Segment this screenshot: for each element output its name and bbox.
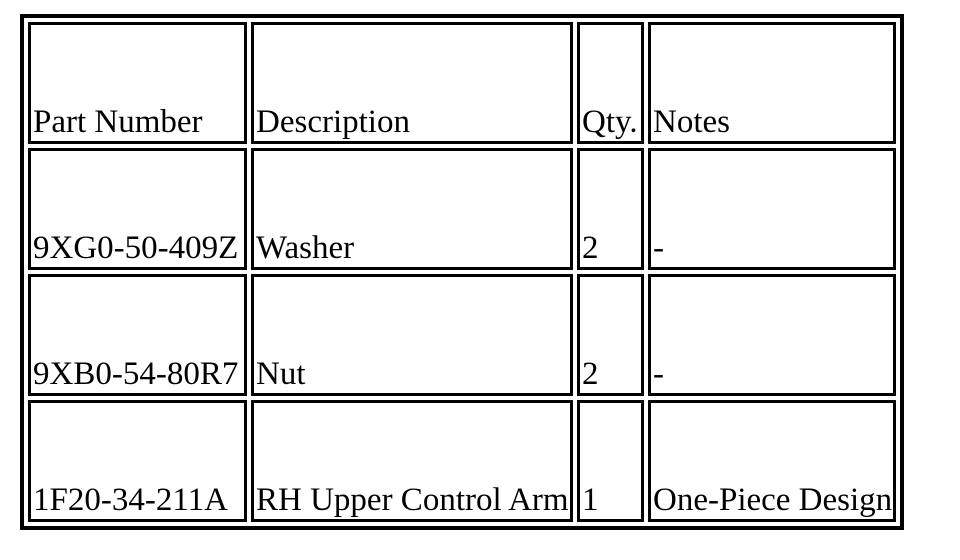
header-cell-part-number: Part Number bbox=[28, 22, 247, 144]
header-row: Part Number Description Qty. Notes bbox=[28, 22, 896, 144]
cell-qty: 1 bbox=[577, 400, 644, 522]
cell-notes: - bbox=[648, 274, 896, 396]
cell-description: RH Upper Control Arm bbox=[251, 400, 573, 522]
cell-part-number: 9XG0-50-409Z bbox=[28, 148, 247, 270]
table-row: 9XG0-50-409Z Washer 2 - bbox=[28, 148, 896, 270]
header-cell-notes: Notes bbox=[648, 22, 896, 144]
cell-description: Washer bbox=[251, 148, 573, 270]
cell-qty: 2 bbox=[577, 274, 644, 396]
cell-part-number: 1F20-34-211A bbox=[28, 400, 247, 522]
header-cell-qty: Qty. bbox=[577, 22, 644, 144]
header-cell-description: Description bbox=[251, 22, 573, 144]
cell-notes: - bbox=[648, 148, 896, 270]
cell-notes: One-Piece Design bbox=[648, 400, 896, 522]
table-row: 9XB0-54-80R7 Nut 2 - bbox=[28, 274, 896, 396]
cell-qty: 2 bbox=[577, 148, 644, 270]
cell-description: Nut bbox=[251, 274, 573, 396]
cell-part-number: 9XB0-54-80R7 bbox=[28, 274, 247, 396]
parts-table: Part Number Description Qty. Notes 9XG0-… bbox=[20, 14, 904, 530]
table-row: 1F20-34-211A RH Upper Control Arm 1 One-… bbox=[28, 400, 896, 522]
